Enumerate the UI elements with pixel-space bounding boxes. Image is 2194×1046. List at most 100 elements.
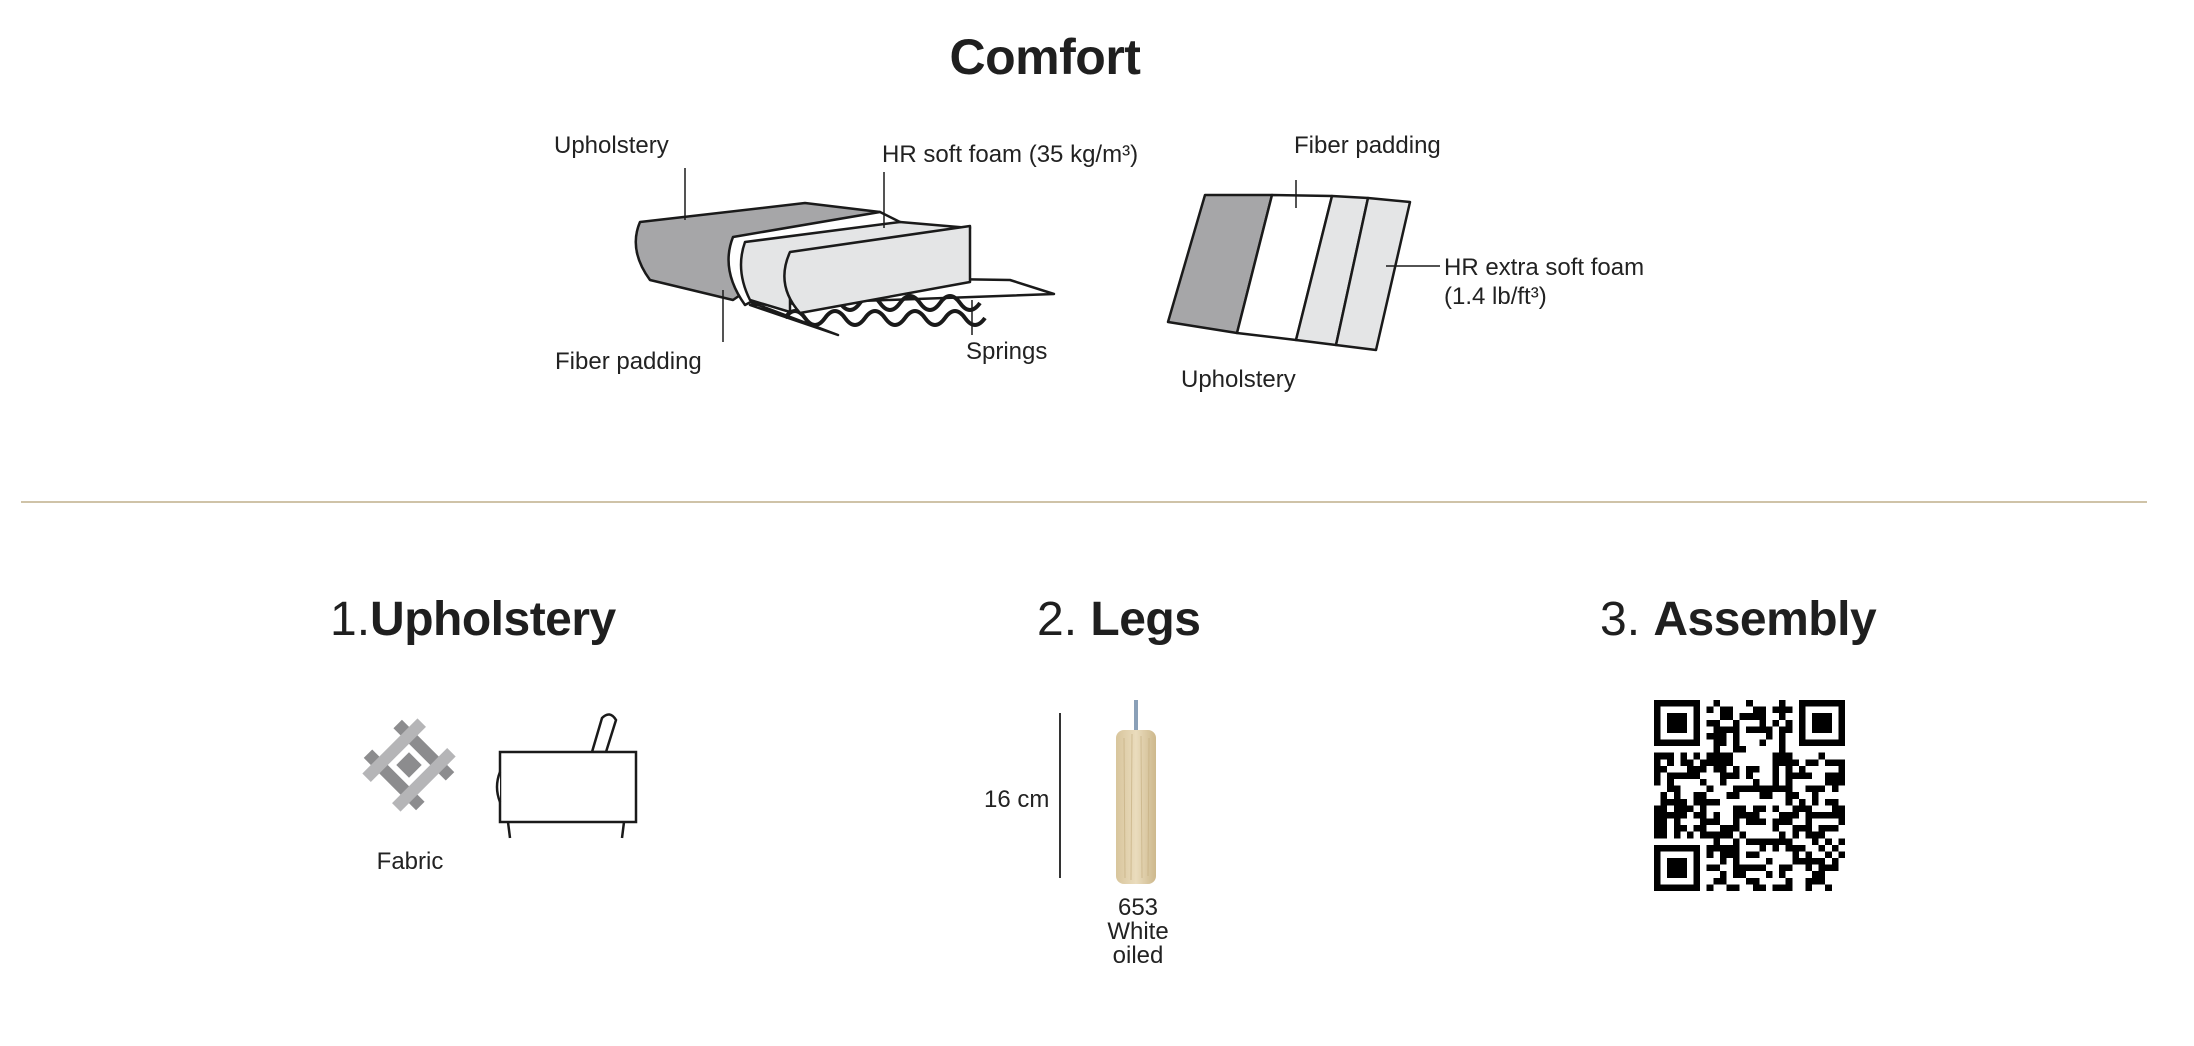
assembly-qr-code-icon[interactable]: [1654, 700, 1845, 891]
qr-module: [1825, 851, 1832, 859]
springs-coils: [783, 294, 987, 327]
qr-module: [1667, 752, 1674, 760]
qr-module: [1779, 884, 1786, 891]
qr-module: [1693, 792, 1701, 799]
qr-module: [1667, 719, 1674, 727]
qr-module: [1654, 811, 1661, 819]
qr-module: [1713, 831, 1720, 839]
qr-module: [1779, 818, 1786, 826]
qr-module: [1785, 765, 1793, 773]
qr-module: [1706, 831, 1714, 839]
qr-module: [1673, 811, 1681, 819]
qr-module: [1805, 864, 1813, 872]
qr-module: [1706, 732, 1714, 740]
qr-module: [1693, 700, 1701, 707]
qr-module: [1654, 864, 1661, 872]
qr-module: [1759, 713, 1766, 720]
qr-module: [1654, 779, 1661, 786]
qr-module: [1759, 726, 1766, 733]
qr-module: [1818, 825, 1826, 832]
qr-module: [1752, 851, 1760, 859]
qr-module: [1812, 858, 1819, 865]
qr-module: [1772, 779, 1780, 786]
qr-module: [1798, 798, 1806, 806]
qr-module: [1680, 713, 1687, 720]
back-label-upholstery: Upholstery: [1181, 366, 1296, 393]
qr-module: [1772, 765, 1780, 773]
seat-label-springs: Springs: [966, 338, 1048, 365]
qr-module: [1654, 884, 1661, 891]
qr-module: [1660, 805, 1668, 812]
qr-module: [1726, 706, 1734, 714]
qr-module: [1779, 864, 1786, 872]
qr-module: [1746, 772, 1753, 780]
qr-module: [1798, 805, 1806, 812]
qr-module: [1818, 844, 1826, 852]
qr-module: [1660, 825, 1668, 832]
qr-module: [1726, 772, 1734, 780]
qr-module: [1693, 732, 1701, 740]
qr-module: [1739, 811, 1747, 819]
qr-module: [1686, 884, 1694, 891]
qr-module: [1713, 752, 1720, 760]
qr-module: [1818, 871, 1826, 878]
qr-module: [1838, 765, 1845, 773]
qr-module: [1713, 759, 1720, 766]
qr-module: [1765, 726, 1773, 733]
qr-module: [1812, 811, 1819, 819]
qr-module: [1825, 759, 1832, 766]
qr-module: [1805, 785, 1813, 793]
qr-module: [1733, 884, 1740, 891]
qr-module: [1713, 798, 1720, 806]
seat-label-upholstery: Upholstery: [554, 132, 669, 159]
qr-module: [1693, 811, 1701, 819]
qr-module: [1654, 732, 1661, 740]
qr-module: [1719, 779, 1727, 786]
qr-module: [1779, 713, 1786, 720]
qr-module: [1772, 838, 1780, 845]
qr-module: [1838, 732, 1845, 740]
qr-module: [1700, 805, 1707, 812]
qr-module: [1660, 811, 1668, 819]
qr-module: [1733, 785, 1740, 793]
qr-module: [1785, 844, 1793, 852]
qr-module: [1818, 877, 1826, 885]
qr-module: [1673, 792, 1681, 799]
qr-module: [1733, 825, 1740, 832]
foam-inner: [783, 224, 972, 315]
qr-module: [1752, 877, 1760, 885]
qr-module: [1752, 726, 1760, 733]
qr-module: [1752, 706, 1760, 714]
qr-module: [1818, 719, 1826, 727]
qr-module: [1831, 785, 1839, 793]
qr-module: [1838, 772, 1845, 780]
qr-module: [1713, 700, 1720, 707]
qr-module: [1700, 765, 1707, 773]
sofa-side-icon: [495, 713, 638, 839]
qr-module: [1772, 844, 1780, 852]
qr-module: [1765, 838, 1773, 845]
qr-module: [1673, 818, 1681, 826]
qr-module: [1779, 811, 1786, 819]
qr-module: [1825, 779, 1832, 786]
qr-module: [1667, 785, 1674, 793]
qr-module: [1785, 719, 1793, 727]
qr-module: [1673, 825, 1681, 832]
qr-module: [1805, 700, 1813, 707]
qr-module: [1838, 726, 1845, 733]
qr-module: [1739, 713, 1747, 720]
qr-module: [1785, 864, 1793, 872]
qr-module: [1739, 785, 1747, 793]
qr-module: [1719, 858, 1727, 865]
qr-module: [1812, 719, 1819, 727]
comfort-title: Comfort: [949, 29, 1141, 85]
qr-module: [1838, 759, 1845, 766]
qr-module: [1798, 858, 1806, 865]
qr-module: [1686, 831, 1694, 839]
qr-module: [1713, 746, 1720, 753]
qr-module: [1686, 765, 1694, 773]
qr-module: [1792, 831, 1799, 839]
qr-module: [1792, 858, 1799, 865]
qr-module: [1752, 779, 1760, 786]
qr-module: [1825, 726, 1832, 733]
